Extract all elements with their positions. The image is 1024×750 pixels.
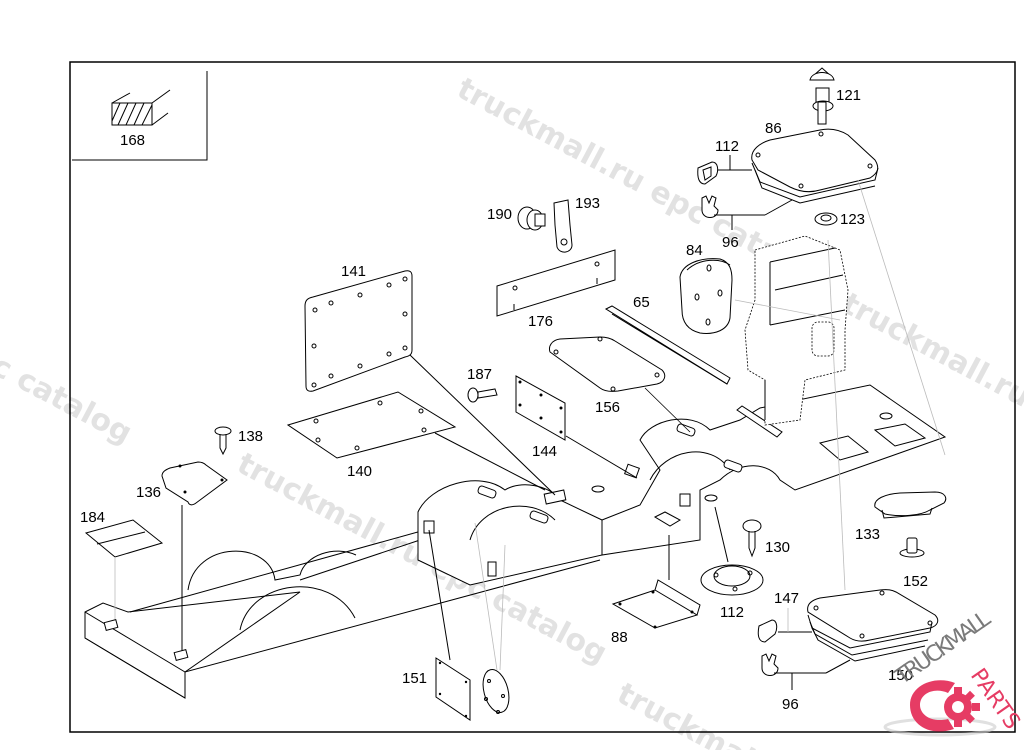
part-label-193: 193 — [575, 195, 600, 212]
part-187-plate: 176 — [496, 249, 616, 330]
center-console — [744, 235, 849, 426]
part-label-96: 96 — [722, 234, 739, 251]
part-147-bracket: 88 — [611, 535, 701, 646]
part-141-gasket: 141 — [304, 263, 556, 496]
legend-box-168: 168 — [72, 71, 208, 161]
part-label-112: 147 — [774, 590, 799, 607]
part-130-cap: 133 — [855, 491, 947, 543]
part-label-150: 151 — [402, 670, 427, 687]
part-152-cover: 112 — [700, 506, 764, 621]
part-184-screw: 130 — [742, 519, 790, 558]
part-88-cover: 150 — [807, 589, 939, 684]
part-label-136: 136 — [136, 484, 161, 501]
part-label-147: 88 — [611, 629, 628, 646]
part-176-screw-b: 138 — [214, 426, 263, 456]
part-84-cover: 84 — [679, 242, 733, 334]
part-123-grommet: 123 — [814, 211, 865, 228]
part-190-nut: 190 — [487, 206, 546, 231]
part-133-plug: 152 — [899, 537, 928, 590]
part-136-cover: 136 — [136, 461, 228, 662]
part-112-clip-top: 112 — [697, 138, 752, 185]
part-label-190: 190 — [487, 206, 512, 223]
tunnel-body — [84, 384, 947, 699]
part-65-strip: 65 — [604, 294, 731, 385]
part-label-96: 96 — [782, 696, 799, 713]
part-label-123: 123 — [840, 211, 865, 228]
part-150-plate: 151 — [402, 529, 471, 721]
part-label-86: 86 — [765, 120, 782, 137]
part-label-141: 141 — [341, 263, 366, 280]
part-193-bracket: 193 — [553, 195, 600, 253]
gear-icon — [910, 680, 955, 732]
leader-lines — [734, 179, 946, 591]
part-151-cover — [474, 522, 510, 714]
part-label-121: 121 — [836, 87, 861, 104]
part-96-clip-top: 96 — [701, 195, 793, 251]
part-label-152: 112 — [720, 604, 744, 621]
part-label-88: 150 — [888, 667, 913, 684]
part-label-65: 65 — [633, 294, 650, 311]
part-label-140: 140 — [347, 463, 372, 480]
part-label-187: 176 — [528, 313, 553, 330]
watermark-text: truckmall.ru epc catalog — [0, 226, 138, 451]
part-86-cover: 86 — [751, 120, 879, 204]
part-label-184: 130 — [765, 539, 790, 556]
part-label-144: 144 — [532, 443, 557, 460]
part-138-pad: 184 — [80, 509, 164, 632]
part-label-133: 152 — [903, 573, 928, 590]
part-96-clip-bottom: 96 — [761, 653, 851, 713]
part-156-cover: 156 — [549, 336, 691, 433]
part-label-176: 187 — [467, 366, 492, 383]
diagram-frame — [69, 61, 1016, 733]
part-label-168: 168 — [120, 132, 145, 149]
part-label-84: 84 — [686, 242, 703, 259]
part-140-plate: 140 — [286, 391, 546, 491]
part-144-plate: 144 — [515, 375, 638, 479]
part-label-130: 133 — [855, 526, 880, 543]
part-label-176: 138 — [238, 428, 263, 445]
part-label-156: 156 — [595, 399, 620, 416]
part-112-clip-bottom: 147 — [757, 590, 812, 643]
part-label-138: 184 — [80, 509, 105, 526]
part-label-112: 112 — [715, 138, 739, 155]
part-121-bolt: 121 — [809, 67, 861, 125]
part-176-screw-a: 187 — [467, 366, 498, 403]
